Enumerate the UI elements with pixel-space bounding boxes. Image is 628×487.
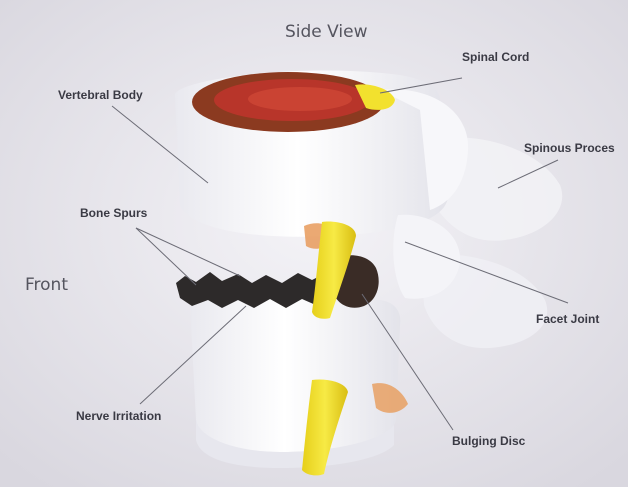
label-vertebral-body: Vertebral Body — [58, 88, 143, 102]
label-nerve-irritation: Nerve Irritation — [76, 409, 161, 423]
label-bone-spurs: Bone Spurs — [80, 206, 147, 220]
spinal-cord-section — [192, 72, 384, 132]
label-bulging-disc: Bulging Disc — [452, 434, 525, 448]
lower-vertebra — [190, 297, 400, 468]
label-facet-joint: Facet Joint — [536, 312, 599, 326]
page-title: Side View — [285, 22, 368, 42]
front-label: Front — [25, 275, 68, 295]
label-spinous-process: Spinous Proces — [524, 141, 615, 155]
label-spinal-cord: Spinal Cord — [462, 50, 529, 64]
